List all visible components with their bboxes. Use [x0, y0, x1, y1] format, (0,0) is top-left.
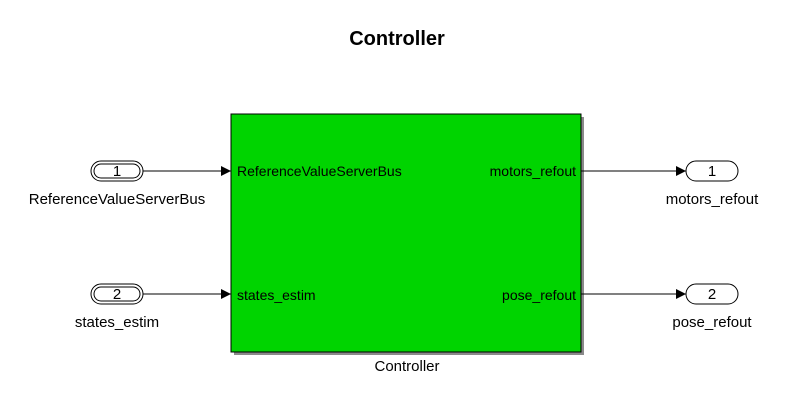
outport-1-number: 1	[708, 163, 716, 180]
inport-1-name: ReferenceValueServerBus	[28, 191, 206, 208]
inport-1[interactable]: 1	[90, 160, 144, 182]
outport-2[interactable]: 2	[685, 283, 739, 305]
subsystem-input-label-2: states_estim	[237, 287, 316, 303]
outport-2-name: pose_refout	[672, 314, 752, 331]
subsystem-input-label-1: ReferenceValueServerBus	[237, 163, 402, 179]
subsystem-output-label-2: pose_refout	[502, 287, 576, 303]
subsystem-output-label-1: motors_refout	[489, 163, 576, 179]
subsystem-name: Controller	[374, 358, 440, 375]
outport-1[interactable]: 1	[685, 160, 739, 182]
outport-1-name: motors_refout	[665, 191, 759, 208]
outport-2-number: 2	[708, 286, 716, 303]
subsystem-block[interactable]	[230, 113, 582, 353]
inport-1-number: 1	[113, 163, 121, 180]
inport-2-number: 2	[113, 286, 121, 303]
inport-2[interactable]: 2	[90, 283, 144, 305]
inport-2-name: states_estim	[74, 314, 160, 331]
diagram-title: Controller	[349, 28, 445, 50]
